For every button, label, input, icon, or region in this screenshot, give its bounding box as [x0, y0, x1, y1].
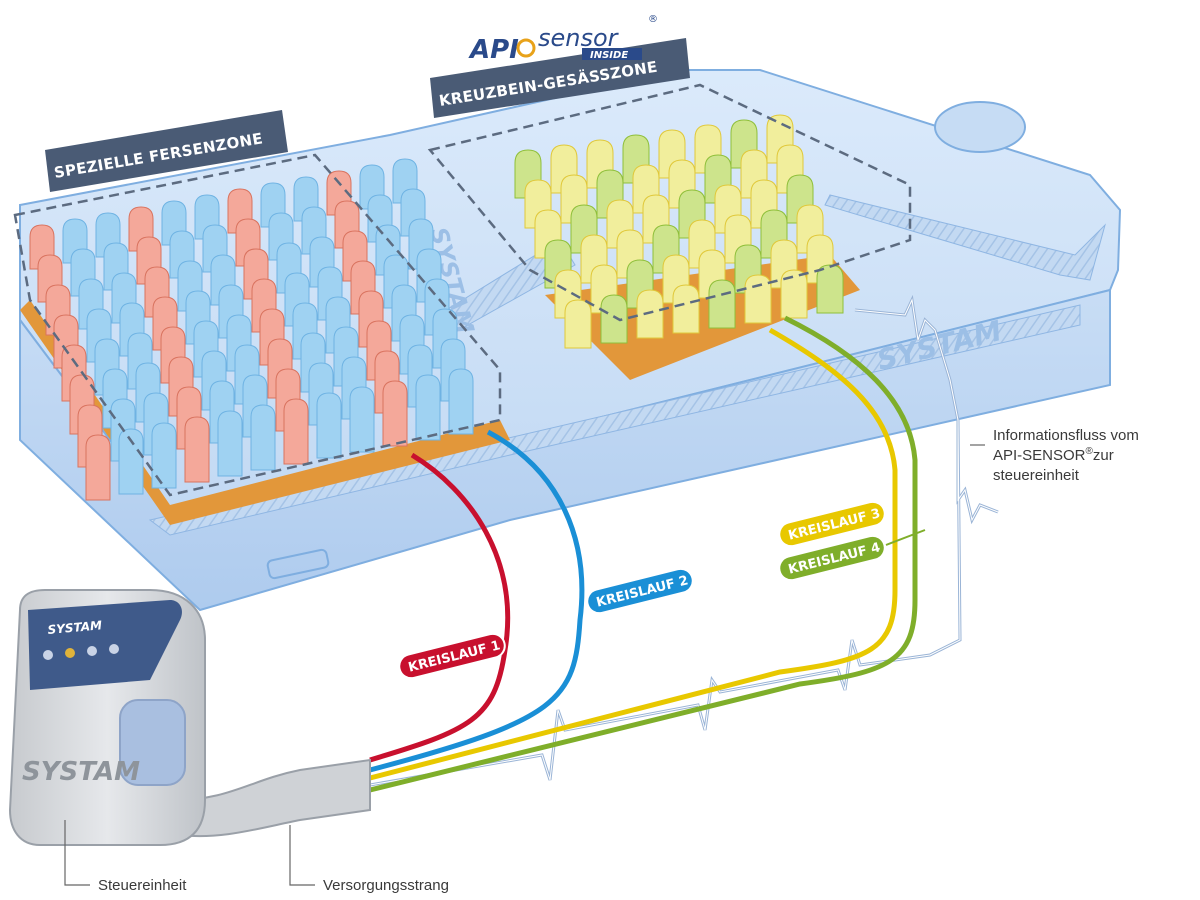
circuit-tubes	[369, 315, 918, 793]
control-unit: SYSTAM SYSTAM	[8, 589, 371, 846]
callout-info-line3: steuereinheit	[993, 467, 1080, 484]
heel-cell-red	[85, 434, 111, 501]
sacrum-cell-yellow	[564, 299, 592, 349]
sacrum-cell-yellow	[672, 284, 700, 334]
control-unit-panel-brand: SYSTAM	[47, 618, 103, 637]
sacrum-zone	[427, 83, 912, 380]
heel-cell-blue	[448, 368, 474, 435]
heel-cell-blue	[151, 422, 177, 489]
heel-cell-blue	[415, 374, 441, 441]
callout-supply-line: Versorgungsstrang	[323, 877, 449, 894]
mattress-handle	[266, 548, 330, 580]
sacrum-cell-green	[600, 294, 628, 344]
tube-circuit-4	[369, 315, 918, 793]
sacrum-cell-green	[816, 264, 844, 314]
callout-info-zur: zur	[1093, 447, 1114, 464]
logo-api: API	[468, 35, 519, 65]
leader-control-unit	[64, 820, 90, 886]
heel-zone	[13, 153, 510, 525]
heel-cell-blue	[250, 404, 276, 471]
sacrum-zone-outline	[427, 83, 912, 322]
heel-cell-blue	[118, 428, 144, 495]
control-unit-window	[119, 699, 186, 786]
control-unit-brand: SYSTAM	[22, 757, 140, 787]
logo-sensor: sensor	[538, 24, 620, 52]
control-unit-button-3[interactable]	[87, 646, 97, 656]
heel-cells	[29, 158, 474, 501]
sacrum-cell-yellow	[636, 289, 664, 339]
api-sensor-logo: API sensor ® INSIDE	[468, 14, 658, 65]
circuit-pill-2: KREISLAUF 2	[586, 567, 694, 615]
heel-zone-outline	[13, 153, 502, 497]
leader-circuit-4	[885, 529, 926, 546]
callout-info-line2: API-SENSOR®zur	[993, 446, 1114, 464]
logo-inside-bar	[582, 48, 642, 60]
heel-cell-blue	[316, 392, 342, 459]
callout-control-unit: Steuereinheit	[98, 877, 187, 894]
mattress-hatched-groove	[824, 194, 1106, 281]
control-unit-button-4[interactable]	[109, 644, 119, 654]
logo-inside: INSIDE	[590, 50, 628, 61]
control-unit-button-1[interactable]	[43, 650, 53, 660]
sacrum-cell-green	[708, 279, 736, 329]
heel-cell-blue	[349, 386, 375, 453]
circuit-pill-1: KREISLAUF 1	[398, 632, 506, 680]
control-unit-panel	[28, 600, 182, 690]
callout-info-line1: Informationsfluss vom	[993, 427, 1139, 444]
tube-circuit-3	[369, 327, 898, 781]
heel-cell-red	[184, 416, 210, 483]
control-unit-button-2[interactable]	[65, 648, 75, 658]
logo-registered: ®	[648, 14, 658, 25]
heel-cell-red	[382, 380, 408, 447]
heel-cell-red	[283, 398, 309, 465]
callout-info-reg: ®	[1086, 446, 1094, 457]
sacrum-cell-yellow	[780, 269, 808, 319]
logo-sensor-dot	[516, 38, 536, 58]
tube-circuit-2	[369, 429, 585, 773]
callout-info-sensor: API-SENSOR	[993, 447, 1086, 464]
mattress-head-valve	[934, 101, 1026, 153]
sacrum-cell-yellow	[744, 274, 772, 324]
heel-cell-blue	[217, 410, 243, 477]
sacrum-cells	[514, 114, 844, 349]
leader-supply-line	[289, 825, 315, 886]
supply-hose	[173, 758, 371, 838]
